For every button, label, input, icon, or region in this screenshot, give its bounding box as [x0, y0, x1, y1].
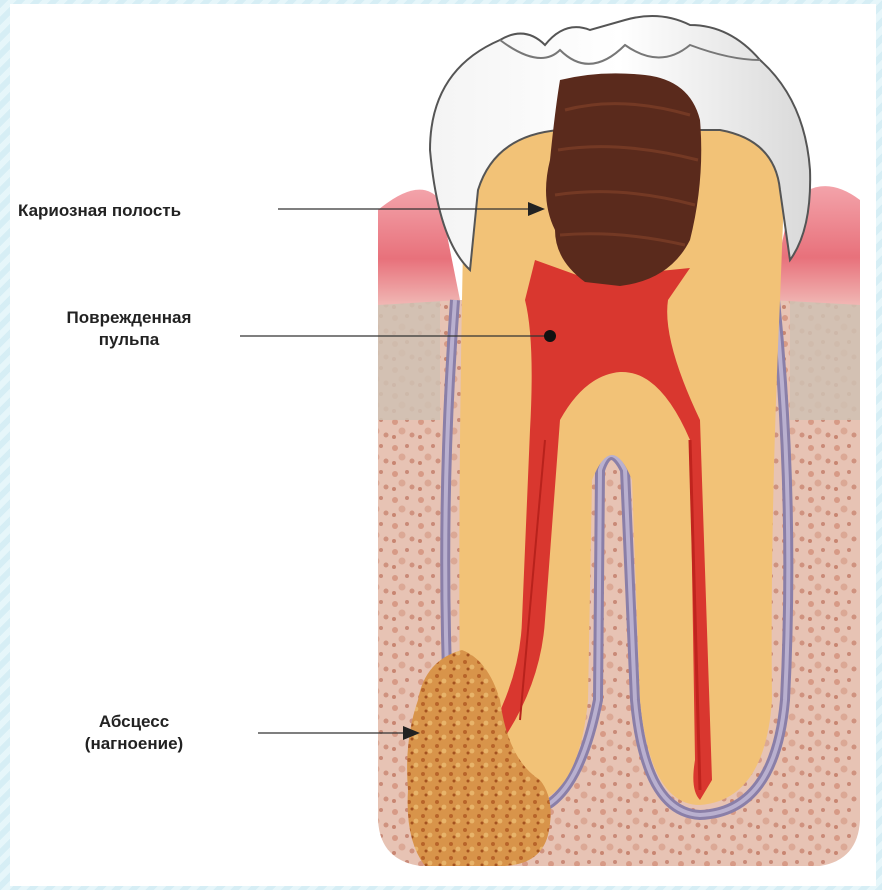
label-pulp-line1: Поврежденная	[18, 307, 240, 329]
label-abscess-line1: Абсцесс	[18, 711, 250, 733]
label-abscess-line2: (нагноение)	[18, 733, 250, 755]
pulp-marker-dot	[544, 330, 556, 342]
label-caries-cavity: Кариозная полость	[18, 200, 181, 222]
label-damaged-pulp: Поврежденная пульпа	[18, 307, 240, 351]
label-caries-text: Кариозная полость	[18, 200, 181, 222]
label-abscess: Абсцесс (нагноение)	[18, 711, 250, 755]
label-pulp-line2: пульпа	[18, 329, 240, 351]
